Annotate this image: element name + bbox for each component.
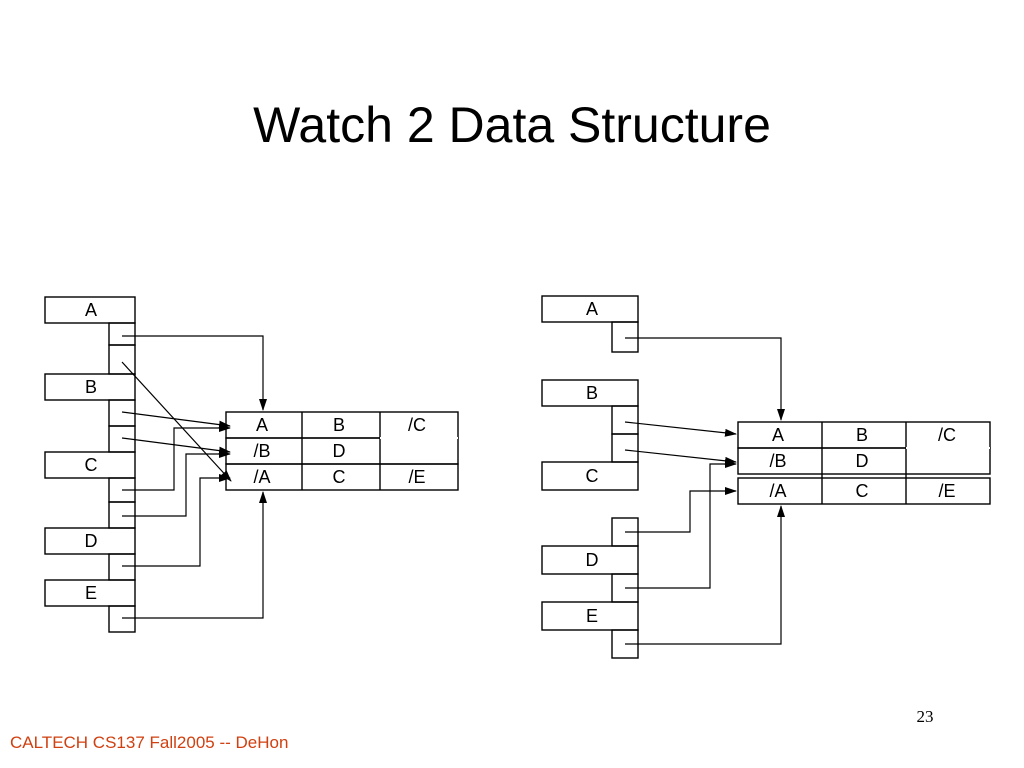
right-var-label: B <box>586 383 598 403</box>
right-watch-cell <box>611 321 639 353</box>
right-var-box-c <box>541 461 639 491</box>
left-table-cell: /C <box>408 415 426 435</box>
left-table-cell: B <box>333 415 345 435</box>
left-var-box-e <box>44 579 136 607</box>
left-var-box-d <box>44 527 136 555</box>
left-var-label: E <box>85 583 97 603</box>
left-watch-cell <box>108 553 136 581</box>
left-table-cell: /E <box>408 467 425 487</box>
right-table-cell: C <box>856 481 869 501</box>
right-table-cell: B <box>856 425 868 445</box>
left-watch-pointers <box>121 335 267 619</box>
right-table-cell: /C <box>938 425 956 445</box>
right-watch-pointers <box>624 337 785 645</box>
left-var-label: D <box>85 531 98 551</box>
left-var-box-a <box>44 296 136 324</box>
right-var-box-b <box>541 379 639 407</box>
right-var-label: E <box>586 606 598 626</box>
left-watch-cell <box>108 344 136 375</box>
right-var-box-d <box>541 545 639 575</box>
left-var-box-b <box>44 373 136 401</box>
right-var-label: A <box>586 299 598 319</box>
left-watch-cell <box>108 322 136 346</box>
right-clause-row-3 <box>737 477 991 505</box>
footer-text: CALTECH CS137 Fall2005 -- DeHon <box>10 733 289 752</box>
left-var-label: A <box>85 300 97 320</box>
slide-number: 23 <box>916 707 934 726</box>
left-table-cell: C <box>333 467 346 487</box>
left-var-box-c <box>44 451 136 479</box>
left-var-label: C <box>85 455 98 475</box>
right-table-cell: A <box>772 425 784 445</box>
right-var-box-a <box>541 295 639 323</box>
left-watch-cell <box>108 501 136 529</box>
left-table-cell: A <box>256 415 268 435</box>
right-var-box-e <box>541 601 639 631</box>
right-clause-row-2 <box>737 447 991 475</box>
right-table-cell: /A <box>769 481 786 501</box>
right-watch-cell <box>611 405 639 435</box>
slide-title: Watch 2 Data Structure <box>253 97 771 153</box>
right-table-cell: /E <box>938 481 955 501</box>
left-watch-cell <box>108 605 136 633</box>
right-table-cell: D <box>856 451 869 471</box>
left-table-cell: /B <box>253 441 270 461</box>
right-watch-cell <box>611 433 639 463</box>
right-var-label: D <box>586 550 599 570</box>
right-table-cell: /B <box>769 451 786 471</box>
left-table-cell: /A <box>253 467 270 487</box>
left-table-cell: D <box>333 441 346 461</box>
right-var-label: C <box>586 466 599 486</box>
left-var-label: B <box>85 377 97 397</box>
